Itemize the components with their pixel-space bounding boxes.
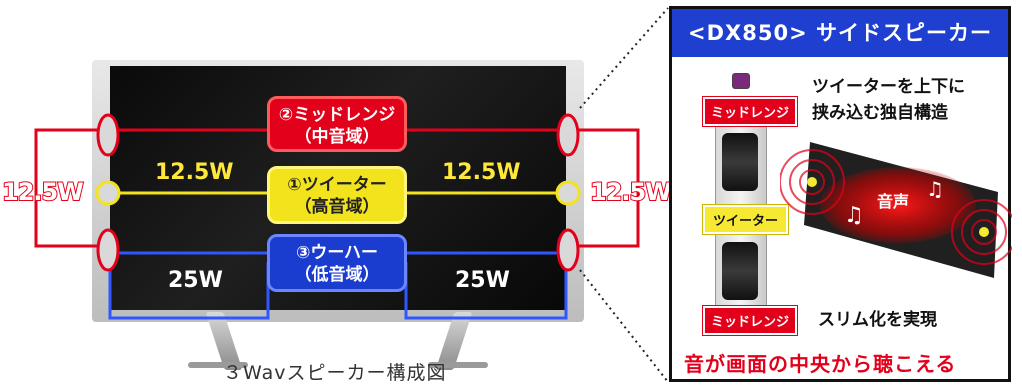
music-note-icon-2: ♫ [926, 177, 944, 201]
bottom-message: 音が画面の中央から聴こえる [684, 352, 957, 376]
midrange-label-box: ②ミッドレンジ （中音域） [267, 96, 407, 152]
tweeter-label-line1: ①ツイーター [287, 175, 387, 195]
tv-foot-right [428, 362, 488, 368]
sound-label: 音声 [877, 192, 910, 211]
zoom-dotted-lines [579, 7, 669, 383]
right-tweeter [555, 180, 581, 206]
left-speakers [95, 113, 121, 272]
right-midrange-bottom [556, 228, 580, 272]
right-tweeter-dot [979, 227, 989, 237]
woofer-label-box: ③ウーハー （低音域） [267, 234, 407, 292]
tweeter-label-box: ①ツイーター （高音域） [267, 166, 407, 224]
right-sound-waves [951, 199, 1012, 265]
side-watt-left: 12.5W [1, 177, 85, 207]
woofer-watt-right: 25W [455, 268, 510, 293]
left-sound-waves [780, 149, 845, 215]
woofer-label-line2: （低音域） [294, 265, 380, 285]
midrange-wiring [34, 128, 640, 248]
left-midrange-bottom [96, 228, 120, 272]
diagram-caption: ３Wavスピーカー構成図 [223, 362, 447, 384]
tweeter-label-line2: （高音域） [294, 197, 380, 217]
sound-glow [820, 167, 976, 243]
midrange-driver-bottom [722, 242, 758, 300]
tag-tweeter: ツイーター [703, 205, 789, 234]
left-midrange-top [96, 113, 120, 157]
headline-line2: 挟み込む独自構造 [812, 103, 948, 123]
woofer-label-line1: ③ウーハー [295, 243, 379, 263]
tag-midrange-bottom: ミッドレンジ [703, 306, 798, 335]
midrange-label-line1: ②ミッドレンジ [278, 105, 396, 125]
speaker-connector [732, 73, 750, 89]
panel-title: <DX850> サイドスピーカー [672, 9, 1008, 57]
woofer-watt-left: 25W [168, 268, 223, 293]
midrange-driver-top [722, 133, 758, 191]
woofer-wiring [108, 251, 568, 320]
tweeter-watt-right: 12.5W [442, 160, 521, 185]
panel-headline: ツイーターを上下に 挟み込む独自構造 [812, 74, 965, 126]
headline-line1: ツイーターを上下に [812, 77, 965, 97]
side-watt-right: 12.5W [589, 177, 673, 207]
left-tweeter [95, 180, 121, 206]
midrange-label-line2: （中音域） [294, 127, 380, 147]
tag-midrange-top: ミッドレンジ [703, 97, 798, 126]
right-speakers [555, 113, 581, 272]
slim-text: スリム化を実現 [818, 310, 937, 330]
tv-foot-left [188, 362, 248, 368]
tweeter-watt-left: 12.5W [155, 160, 234, 185]
sound-illustration: ♫ ♫ [780, 142, 1012, 278]
left-tweeter-dot [807, 177, 817, 187]
right-midrange-top [556, 113, 580, 157]
music-note-icon: ♫ [844, 203, 864, 228]
